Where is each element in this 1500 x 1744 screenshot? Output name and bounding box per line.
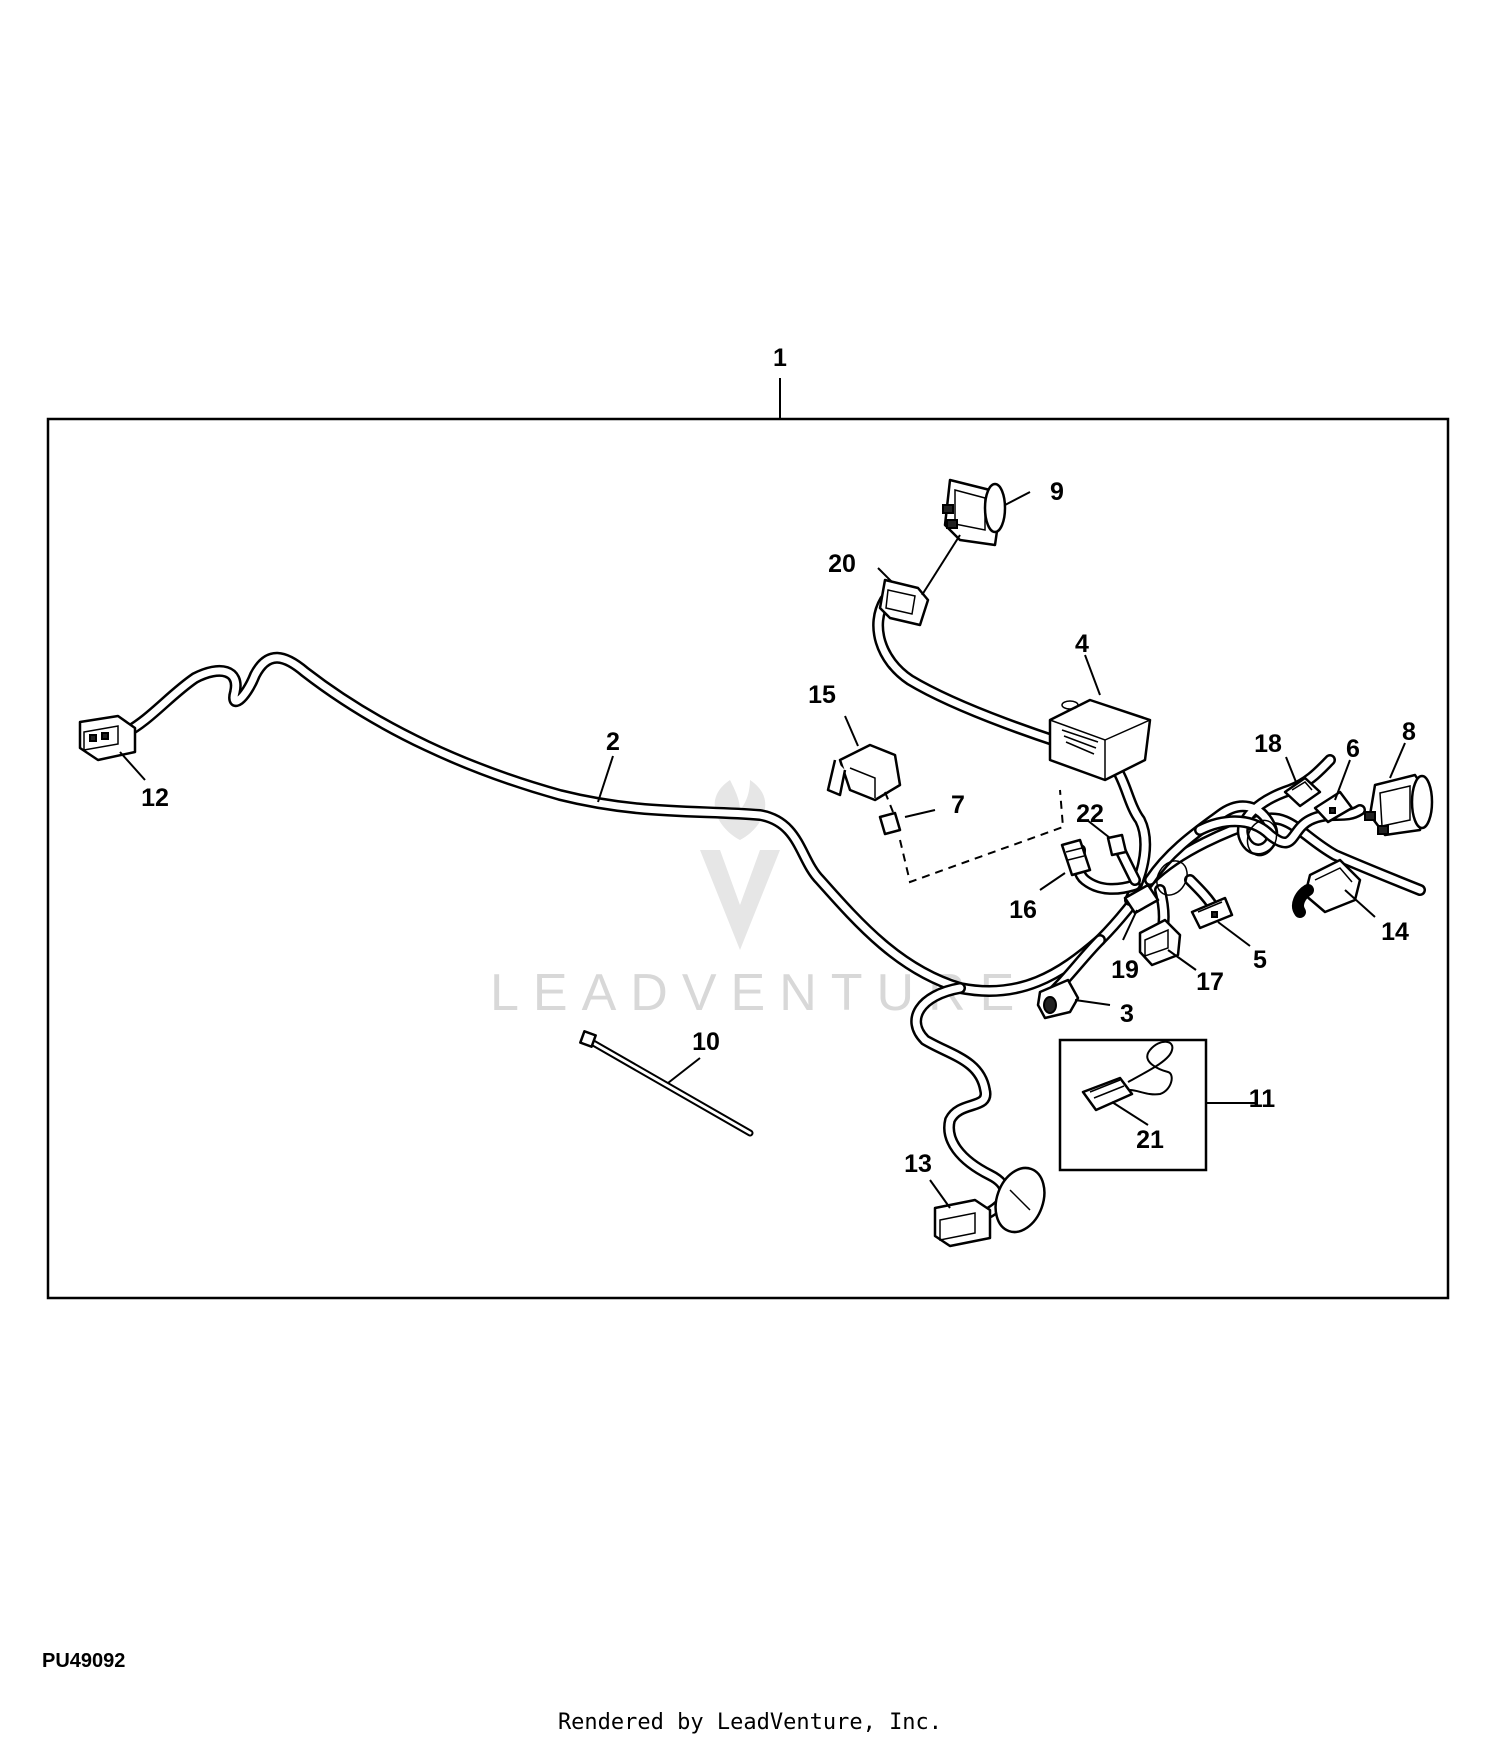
callout-15: 15	[808, 681, 836, 709]
render-credit: Rendered by LeadVenture, Inc.	[557, 1710, 943, 1735]
callouts: 1 2 3 4 5 6 7 8 9 10 11 12 13 14 15 16 1…	[141, 344, 1416, 1178]
connector-17	[1138, 918, 1182, 967]
callout-13: 13	[904, 1150, 932, 1178]
callout-16: 16	[1009, 896, 1037, 924]
callout-20: 20	[828, 550, 856, 578]
fuse-holder-16	[1060, 838, 1092, 877]
watermark-logo	[700, 780, 780, 950]
callout-2: 2	[606, 728, 620, 756]
jumper-21	[1081, 1040, 1174, 1112]
callout-21: 21	[1136, 1126, 1164, 1154]
connector-22	[1106, 833, 1128, 857]
callout-5: 5	[1253, 946, 1267, 974]
relay-4	[1048, 698, 1152, 782]
kit-11-frame	[1058, 1038, 1208, 1172]
connector-5	[1190, 896, 1234, 930]
callout-7: 7	[951, 791, 965, 819]
callout-22: 22	[1076, 800, 1104, 828]
callout-14: 14	[1381, 918, 1409, 946]
callout-4: 4	[1075, 630, 1089, 658]
callout-17: 17	[1196, 968, 1224, 996]
figure-id: PU49092	[42, 1650, 126, 1672]
cable-tie-10	[579, 1030, 754, 1137]
connector-18	[1283, 776, 1322, 808]
callout-6: 6	[1346, 735, 1360, 763]
callout-12: 12	[141, 784, 169, 812]
callout-18: 18	[1254, 730, 1282, 758]
connector-6	[1313, 790, 1354, 824]
leaders	[119, 491, 1406, 1209]
callout-10: 10	[692, 1028, 720, 1056]
callout-8: 8	[1402, 718, 1416, 746]
callout-11: 11	[1249, 1085, 1276, 1113]
connector-12	[78, 714, 137, 762]
callout-19: 19	[1111, 956, 1139, 984]
bracket-15	[826, 743, 902, 802]
callout-9: 9	[1050, 478, 1064, 506]
callout-3: 3	[1120, 1000, 1134, 1028]
fuse-7	[878, 811, 902, 836]
callout-1: 1	[773, 344, 787, 372]
connector-20	[878, 578, 930, 627]
connector-13	[933, 1166, 1046, 1248]
kit-frame	[46, 417, 1450, 1300]
connector-19	[1123, 883, 1160, 915]
switch-8	[1364, 773, 1434, 837]
switch-9	[942, 478, 1007, 547]
connector-3	[1036, 978, 1080, 1020]
